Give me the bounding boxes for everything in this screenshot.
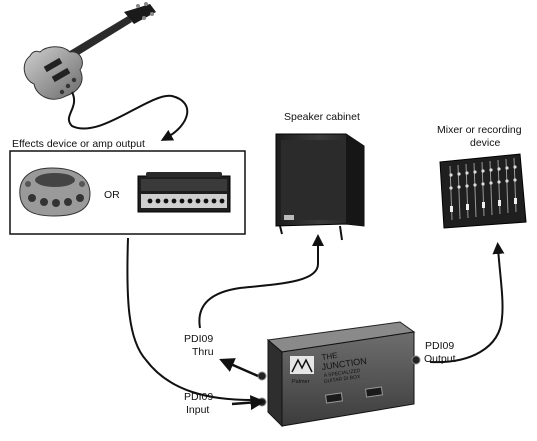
di-box-brand: Palmer: [292, 379, 310, 385]
effects-to-input-cable: [126, 237, 253, 401]
di-box-image: Palmer THE JUNCTION A SPECIALIZED GUITAR…: [257, 321, 421, 428]
output-label-line2: Output: [424, 353, 456, 365]
guitar-cable: [67, 91, 189, 141]
mixer-label-line1: Mixer or recording: [437, 124, 522, 136]
amp-head-image: [137, 172, 231, 213]
input-label-line1: PDI09: [184, 391, 213, 403]
or-label: OR: [104, 189, 120, 201]
di-box-subtitle-line1: A SPECIALIZED: [323, 368, 361, 379]
speaker-label: Speaker cabinet: [284, 111, 360, 123]
thru-to-speaker-cable: [198, 234, 324, 329]
mixer-image: [439, 153, 527, 229]
output-to-mixer-cable: [429, 242, 505, 364]
di-box-title-line1: THE: [321, 351, 338, 362]
effects-pedal-image: [19, 167, 91, 217]
thru-label-line2: Thru: [192, 346, 214, 358]
effects-label: Effects device or amp output: [12, 138, 145, 150]
input-arrow: [231, 395, 266, 411]
speaker-cabinet-image: [275, 133, 365, 241]
di-box-subtitle-line2: GUITAR DI BOX: [323, 374, 361, 385]
input-label-line2: Input: [186, 404, 209, 416]
mixer-label-line2: device: [470, 137, 501, 149]
output-label-line1: PDI09: [425, 340, 454, 352]
electric-guitar-image: [23, 2, 156, 100]
thru-arrow: [219, 358, 259, 378]
thru-label-line1: PDI09: [184, 333, 213, 345]
